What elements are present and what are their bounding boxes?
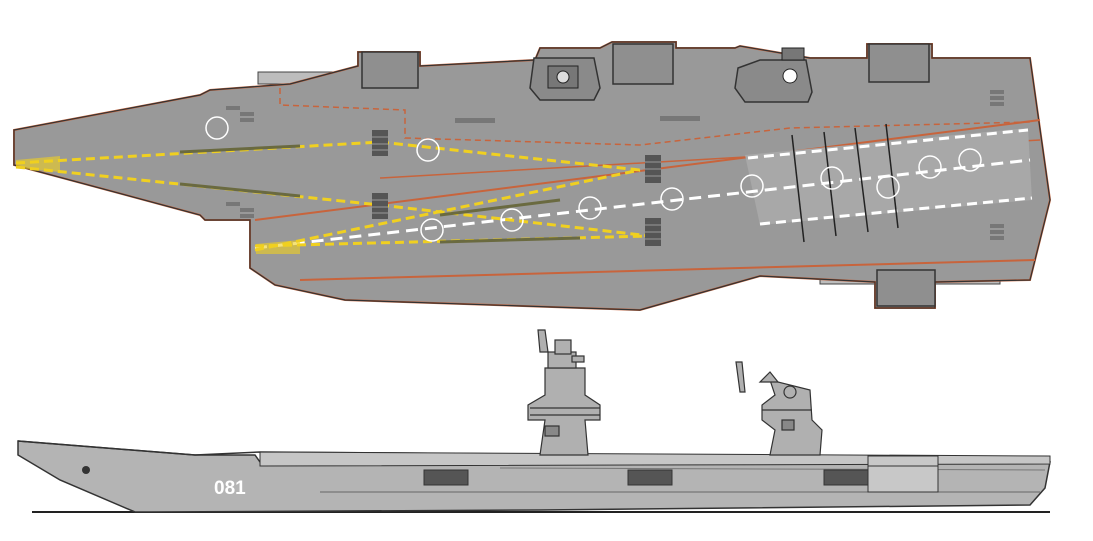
- side-lift: [867, 455, 939, 493]
- deck-lifts: [361, 43, 936, 307]
- deck-markings: [226, 90, 1004, 240]
- angled-deck-edge-lower: [299, 259, 1036, 281]
- anchor-hawse: [82, 466, 90, 474]
- arresting-wire-3: [854, 127, 869, 233]
- shuttle-track-2: [179, 182, 301, 198]
- hull-stripe-2: [499, 467, 1046, 471]
- helicopter-spots: [205, 116, 982, 242]
- hull-profile-side-view: 081: [17, 329, 1051, 513]
- hull: [17, 440, 1051, 513]
- arresting-wire-1: [791, 134, 805, 243]
- catapult-glow: [256, 240, 300, 254]
- shuttle-track-3: [439, 198, 561, 217]
- aft-island-side: [735, 361, 823, 456]
- deck-safety-line: [279, 88, 1031, 146]
- deflector-stripes: [372, 136, 661, 240]
- shuttle-track-1: [179, 144, 301, 154]
- bow-glow: [16, 156, 60, 172]
- shuttle-track-4: [439, 236, 581, 244]
- forward-island-side: [527, 329, 601, 456]
- arresting-wire-2: [823, 131, 837, 237]
- aft-island-top: [734, 47, 813, 103]
- hull-number: 081: [214, 478, 246, 499]
- landing-centerline: [254, 158, 1031, 250]
- flight-deck-top-view: [13, 41, 1052, 312]
- hangar-openings: [423, 469, 869, 486]
- forward-island-top: [529, 57, 601, 101]
